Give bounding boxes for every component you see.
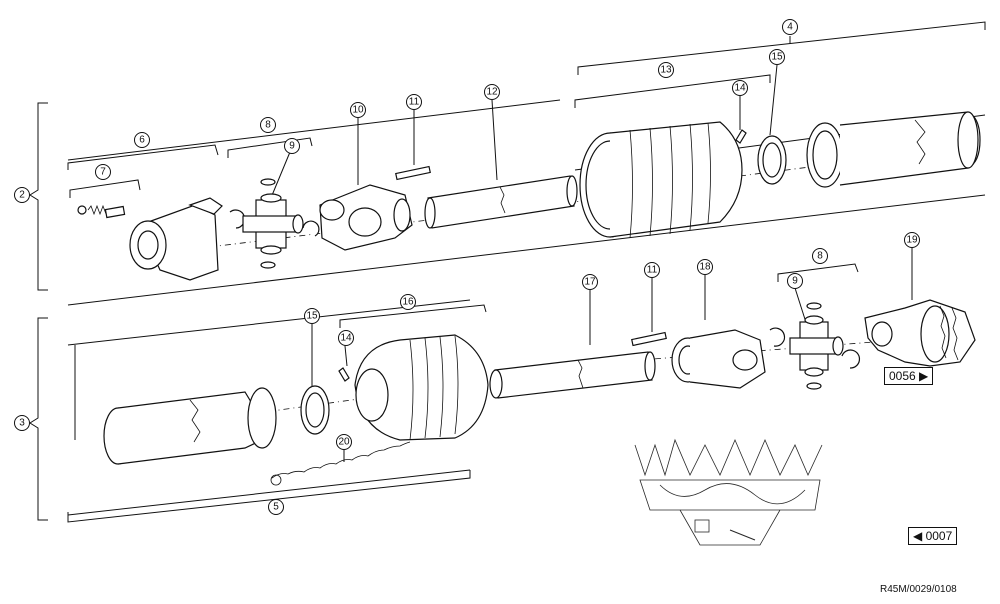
- lock-pin-spring: [77, 204, 126, 219]
- callout-label: 6: [139, 135, 145, 146]
- lower-guard-cone: [354, 334, 489, 441]
- callout-c3: 4: [782, 19, 798, 35]
- callout-c20: 18: [697, 259, 713, 275]
- lower-circlip: [769, 327, 786, 347]
- callout-label: 14: [734, 83, 746, 94]
- cross-journal: [242, 178, 304, 269]
- callout-c10: 11: [406, 94, 422, 110]
- callout-label: 3: [19, 418, 25, 429]
- next-page-button[interactable]: 0056 ▶: [884, 367, 934, 385]
- prev-page-label: 0007: [925, 529, 953, 543]
- bearing-ring: [757, 135, 787, 185]
- callout-c7: 8: [260, 117, 276, 133]
- callout-c15: 16: [400, 294, 416, 310]
- callout-c16: 15: [304, 308, 320, 324]
- callout-c4: 5: [268, 499, 284, 515]
- lower-inner-yoke: [671, 329, 766, 389]
- callout-label: 18: [699, 262, 711, 273]
- screw: [735, 129, 747, 144]
- lower-bearing-ring: [300, 385, 330, 435]
- lower-outer-tube: [103, 387, 277, 465]
- callout-c22: 9: [787, 273, 803, 289]
- callout-c1: 2: [14, 187, 30, 203]
- callout-label: 9: [792, 276, 798, 287]
- prev-page-button[interactable]: ◀ 0007: [908, 527, 958, 545]
- inner-tube: [424, 175, 578, 229]
- callout-c5: 6: [134, 132, 150, 148]
- callout-c13: 14: [732, 80, 748, 96]
- callout-label: 13: [660, 65, 672, 76]
- lower-roll-pin: [631, 331, 667, 347]
- safety-chain: [271, 441, 411, 479]
- roll-pin: [395, 165, 431, 181]
- callout-label: 8: [817, 251, 823, 262]
- callout-label: 15: [771, 52, 783, 63]
- callout-label: 5: [273, 502, 279, 513]
- callout-label: 17: [584, 277, 596, 288]
- arrow-right-icon: ▶: [919, 369, 929, 383]
- callout-label: 19: [906, 235, 918, 246]
- end-yoke-housing: [864, 299, 976, 367]
- circlip: [302, 220, 320, 237]
- inner-yoke: [319, 184, 413, 251]
- callout-c2: 3: [14, 415, 30, 431]
- callout-label: 8: [265, 120, 271, 131]
- callout-c12: 13: [658, 62, 674, 78]
- callout-c23: 19: [904, 232, 920, 248]
- bracket-4: [577, 21, 986, 75]
- lower-screw: [338, 367, 350, 382]
- callout-label: 12: [486, 87, 498, 98]
- splined-yoke: [129, 197, 223, 281]
- guard-cone: [579, 121, 743, 239]
- callout-label: 11: [409, 97, 420, 108]
- reference-code: R45M/0029/0108: [880, 584, 957, 595]
- callout-label: 4: [787, 22, 793, 33]
- bracket-group-3: [29, 317, 48, 521]
- callout-c6: 7: [95, 164, 111, 180]
- callout-label: 15: [306, 311, 318, 322]
- callout-c9: 10: [350, 102, 366, 118]
- callout-label: 20: [338, 437, 350, 448]
- callout-c17: 14: [338, 330, 354, 346]
- lower-circlip: [841, 349, 861, 369]
- lower-cross-journal: [789, 302, 844, 390]
- callout-c24: 20: [336, 434, 352, 450]
- callout-label: 10: [352, 105, 364, 116]
- callout-label: 16: [402, 297, 414, 308]
- outer-guard-tube: [806, 111, 981, 188]
- callout-c18: 17: [582, 274, 598, 290]
- callout-label: 2: [19, 190, 25, 201]
- callout-c14: 15: [769, 49, 785, 65]
- callout-c21: 8: [812, 248, 828, 264]
- callout-label: 14: [340, 333, 352, 344]
- bracket-13: [574, 74, 771, 108]
- callout-c19: 11: [644, 262, 660, 278]
- bracket-group-2: [29, 102, 48, 291]
- arrow-left-icon: ◀: [913, 529, 923, 543]
- callout-label: 7: [100, 167, 106, 178]
- lower-inner-tube: [489, 351, 656, 399]
- callout-c8: 9: [284, 138, 300, 154]
- callout-label: 11: [647, 265, 658, 276]
- callout-c11: 12: [484, 84, 500, 100]
- next-page-label: 0056: [889, 369, 916, 383]
- callout-label: 9: [289, 141, 295, 152]
- machine-thumbnail: [634, 438, 823, 546]
